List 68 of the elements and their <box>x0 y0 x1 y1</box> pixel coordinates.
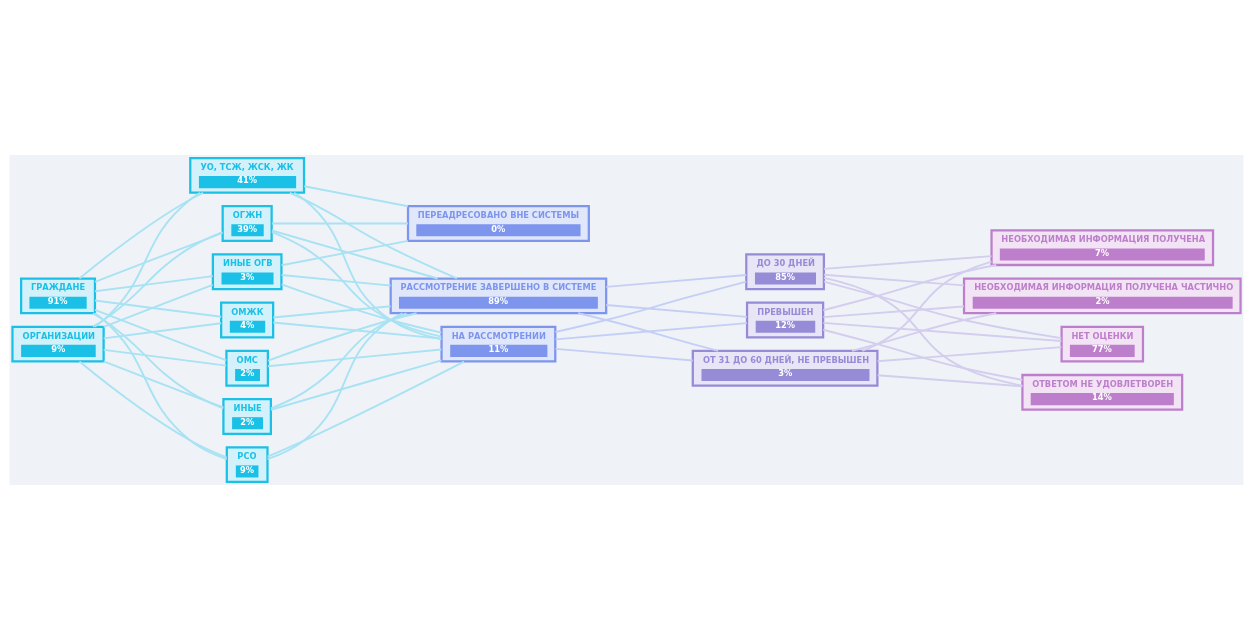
node-box: УО, ТСЖ, ЖСК, ЖК 41% <box>189 156 306 194</box>
connector <box>554 322 748 341</box>
connector <box>102 322 223 340</box>
connector <box>270 229 439 280</box>
connector <box>822 305 965 319</box>
connector <box>822 264 998 312</box>
connector <box>280 239 409 267</box>
connector <box>822 328 1024 381</box>
connector <box>78 191 204 280</box>
connector <box>822 321 1063 342</box>
connector <box>303 185 409 208</box>
connector <box>605 274 748 288</box>
node-box: ОМС 2% <box>225 349 269 387</box>
connector <box>270 359 443 411</box>
connector <box>577 312 719 352</box>
connector <box>554 347 694 362</box>
connector <box>102 348 228 367</box>
connector <box>94 275 214 293</box>
connector <box>267 348 443 368</box>
connector <box>93 312 228 461</box>
connector <box>876 346 1063 363</box>
node-box: ПЕРЕАДРЕСОВАНО ВНЕ СИСТЕМЫ 0% <box>406 205 590 242</box>
node-box: ОГЖН 39% <box>221 205 273 242</box>
connector <box>93 191 202 328</box>
connector <box>280 283 443 334</box>
connector <box>823 277 1024 387</box>
connector <box>94 308 228 362</box>
connector <box>266 312 404 461</box>
connector <box>605 304 748 318</box>
node-box: РСО 9% <box>225 446 269 484</box>
node-box: ОРГАНИЗАЦИИ 9% <box>11 325 105 363</box>
node-box: ОТ 31 ДО 60 ДНЕЙ, НЕ ПРЕВЫШЕН 3% <box>691 349 879 387</box>
connector <box>272 305 392 319</box>
node-box: НЕТ ОЦЕНКИ 77% <box>1060 325 1145 363</box>
connector <box>272 321 443 340</box>
connector <box>280 274 392 287</box>
connector <box>266 360 465 458</box>
connector <box>270 222 409 225</box>
node-box: ОТВЕТОМ НЕ УДОВЛЕТВОРЕН 14% <box>1021 373 1184 411</box>
connector <box>270 312 408 410</box>
node-box: ИНЫЕ 2% <box>222 398 272 435</box>
connector <box>851 312 998 352</box>
connector <box>92 312 225 410</box>
connector <box>78 360 228 459</box>
node-box: ПРЕВЫШЕН 12% <box>745 301 825 339</box>
connector <box>92 231 224 328</box>
connector <box>823 273 965 287</box>
node-box: ОМЖК 4% <box>220 301 275 339</box>
connector <box>288 191 458 280</box>
node-box: НЕОБХОДИМАЯ ИНФОРМАЦИЯ ПОЛУЧЕНА 7% <box>990 229 1215 267</box>
connector <box>823 255 993 270</box>
connector <box>861 260 993 352</box>
connector <box>102 360 225 409</box>
connector <box>293 191 443 341</box>
connector <box>267 312 418 362</box>
node-box: НА РАССМОТРЕНИИ 11% <box>440 325 557 363</box>
node-box: ИНЫЕ ОГВ 3% <box>211 253 283 291</box>
node-box: НЕОБХОДИМАЯ ИНФОРМАЦИЯ ПОЛУЧЕНА ЧАСТИЧНО 2% <box>962 277 1242 315</box>
connector <box>876 374 1024 388</box>
node-box: ДО 30 ДНЕЙ 85% <box>745 253 826 291</box>
node-box: РАССМОТРЕНИЕ ЗАВЕРШЕНО В СИСТЕМЕ 89% <box>389 277 608 315</box>
connector <box>102 283 214 328</box>
connector <box>94 299 223 318</box>
connector <box>554 280 748 333</box>
connector <box>94 231 224 283</box>
connector <box>270 231 443 338</box>
node-box: ГРАЖДАНЕ 91% <box>20 277 97 315</box>
connector <box>823 280 1063 340</box>
